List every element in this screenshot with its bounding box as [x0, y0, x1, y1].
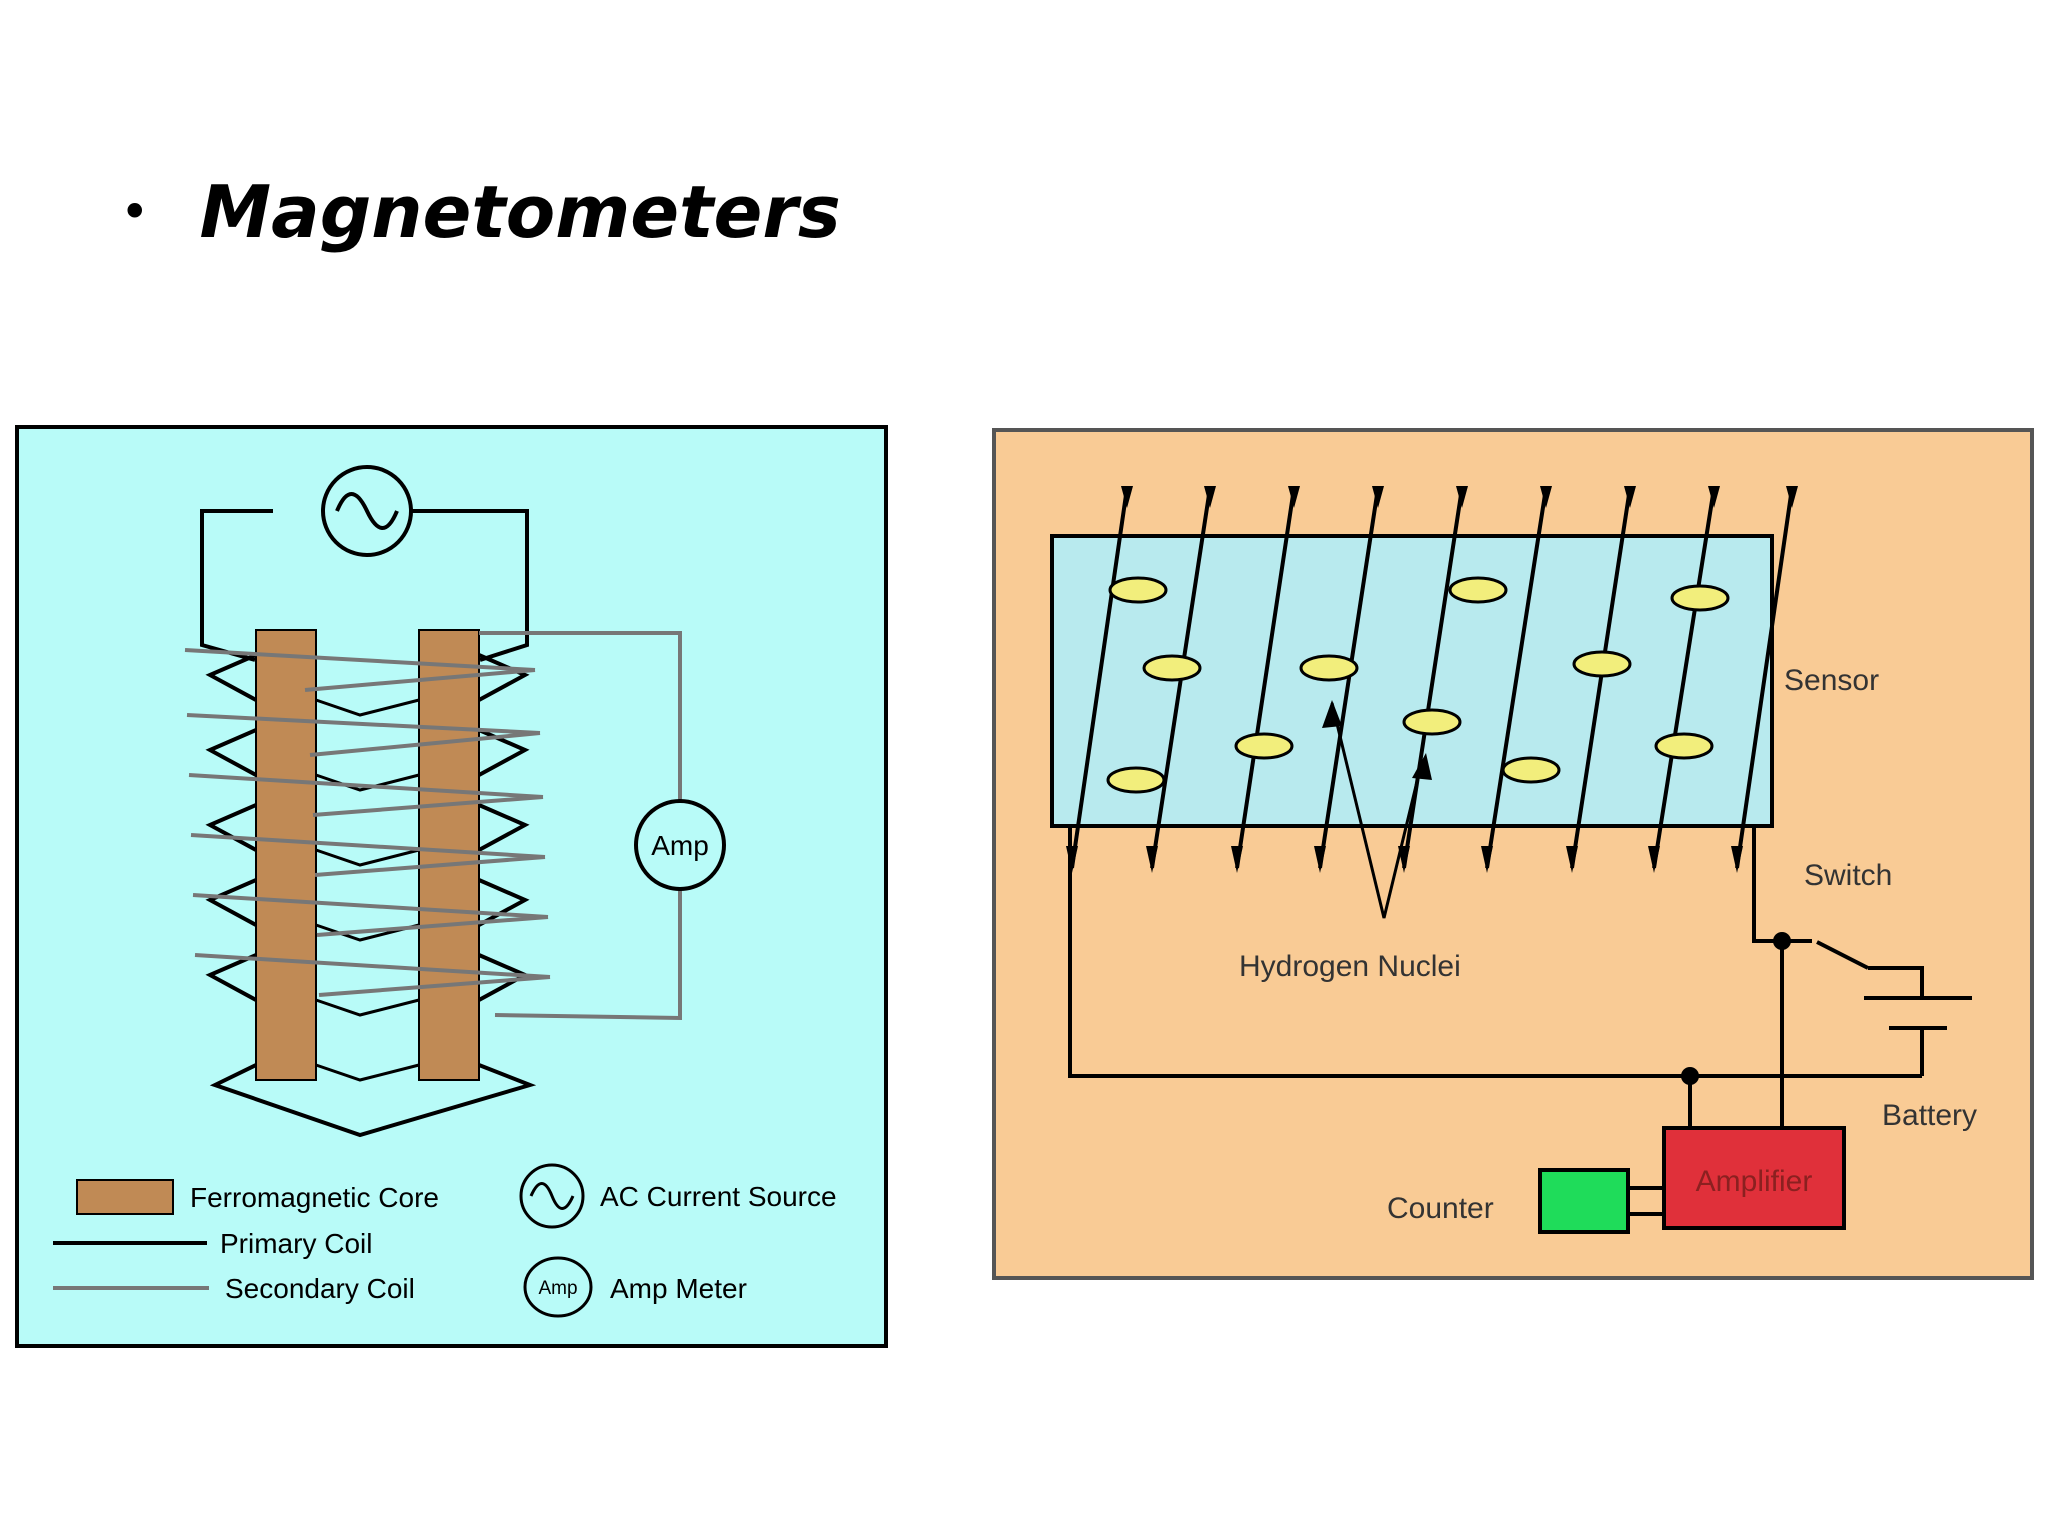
- primary-coil-right-winding: [478, 653, 530, 702]
- primary-coil-left-winding: [205, 653, 257, 702]
- primary-coil-crossover: [315, 773, 420, 792]
- legend-amp-label: Amp Meter: [610, 1273, 747, 1304]
- primary-coil-crossover: [315, 848, 420, 867]
- nucleus: [1234, 732, 1294, 760]
- legend-core-swatch: [76, 1179, 174, 1215]
- junction-dot: [1773, 932, 1791, 950]
- ac-wave-icon: [335, 492, 399, 530]
- primary-coil-left-winding: [205, 878, 257, 927]
- nucleus: [1448, 576, 1508, 604]
- primary-coil-crossover: [315, 998, 420, 1017]
- amplifier-box: [1662, 1126, 1846, 1230]
- nucleus: [1501, 756, 1561, 784]
- nucleus: [1108, 576, 1168, 604]
- counter-box: [1538, 1168, 1630, 1234]
- proton-diagram: Amplifier Sensor Switch Hydrogen Nuclei …: [992, 428, 2034, 1280]
- bullet: •: [120, 183, 150, 241]
- nucleus: [1106, 766, 1166, 794]
- legend-secondary-label: Secondary Coil: [225, 1273, 415, 1304]
- counter-label: Counter: [1387, 1192, 1494, 1225]
- left-ferromagnetic-core: [255, 629, 317, 1081]
- primary-coil-left-winding: [205, 728, 257, 777]
- nucleus: [1670, 584, 1730, 612]
- legend-ac-wave-icon: [529, 1182, 575, 1210]
- legend-amp-icon: [523, 1256, 593, 1318]
- battery-label: Battery: [1882, 1099, 1977, 1132]
- primary-coil-bottom-loop: [209, 1063, 537, 1138]
- nucleus: [1654, 732, 1714, 760]
- hydrogen-nuclei-label: Hydrogen Nuclei: [1239, 950, 1461, 983]
- primary-coil-left-winding: [205, 803, 257, 852]
- switch-label: Switch: [1804, 859, 1892, 892]
- primary-coil-crossover: [315, 698, 420, 717]
- junction-dot: [1681, 1067, 1699, 1085]
- primary-coil-right-lead: [370, 509, 529, 662]
- fluxgate-legend: Ferromagnetic Core Primary Coil Secondar…: [53, 1163, 837, 1318]
- amp-meter-symbol: [634, 799, 726, 891]
- legend-ac-label: AC Current Source: [600, 1181, 837, 1212]
- primary-coil-left-winding: [205, 953, 257, 1002]
- legend-primary-label: Primary Coil: [220, 1228, 372, 1259]
- nuclei-pointer: [1330, 702, 1424, 919]
- amplifier-label: Amplifier: [1696, 1165, 1813, 1198]
- right-ferromagnetic-core: [418, 629, 480, 1081]
- nucleus: [1142, 654, 1202, 682]
- slide-title: • Magnetometers: [120, 170, 841, 254]
- circuit-wiring: [1068, 826, 1972, 1128]
- pointer-arrow-icon: [1322, 700, 1342, 728]
- page-title: Magnetometers: [199, 170, 841, 254]
- nucleus: [1299, 654, 1359, 682]
- nucleus: [1402, 708, 1462, 736]
- sensor-label: Sensor: [1784, 664, 1879, 697]
- legend-amp-symbol: Amp: [538, 1278, 577, 1299]
- primary-coil-right-winding: [478, 878, 530, 927]
- nucleus: [1572, 650, 1632, 678]
- fluxgate-diagram: Amp Ferromagnetic Core Primary Coil Seco…: [15, 425, 888, 1348]
- primary-coil-crossover: [315, 1063, 420, 1082]
- primary-coil-right-winding: [478, 803, 530, 852]
- secondary-coil: [184, 631, 682, 1021]
- pointer-arrow-icon: [1412, 753, 1432, 780]
- amp-meter-label: Amp: [651, 830, 709, 861]
- hydrogen-nuclei: [1106, 576, 1730, 794]
- legend-core-label: Ferromagnetic Core: [190, 1182, 439, 1213]
